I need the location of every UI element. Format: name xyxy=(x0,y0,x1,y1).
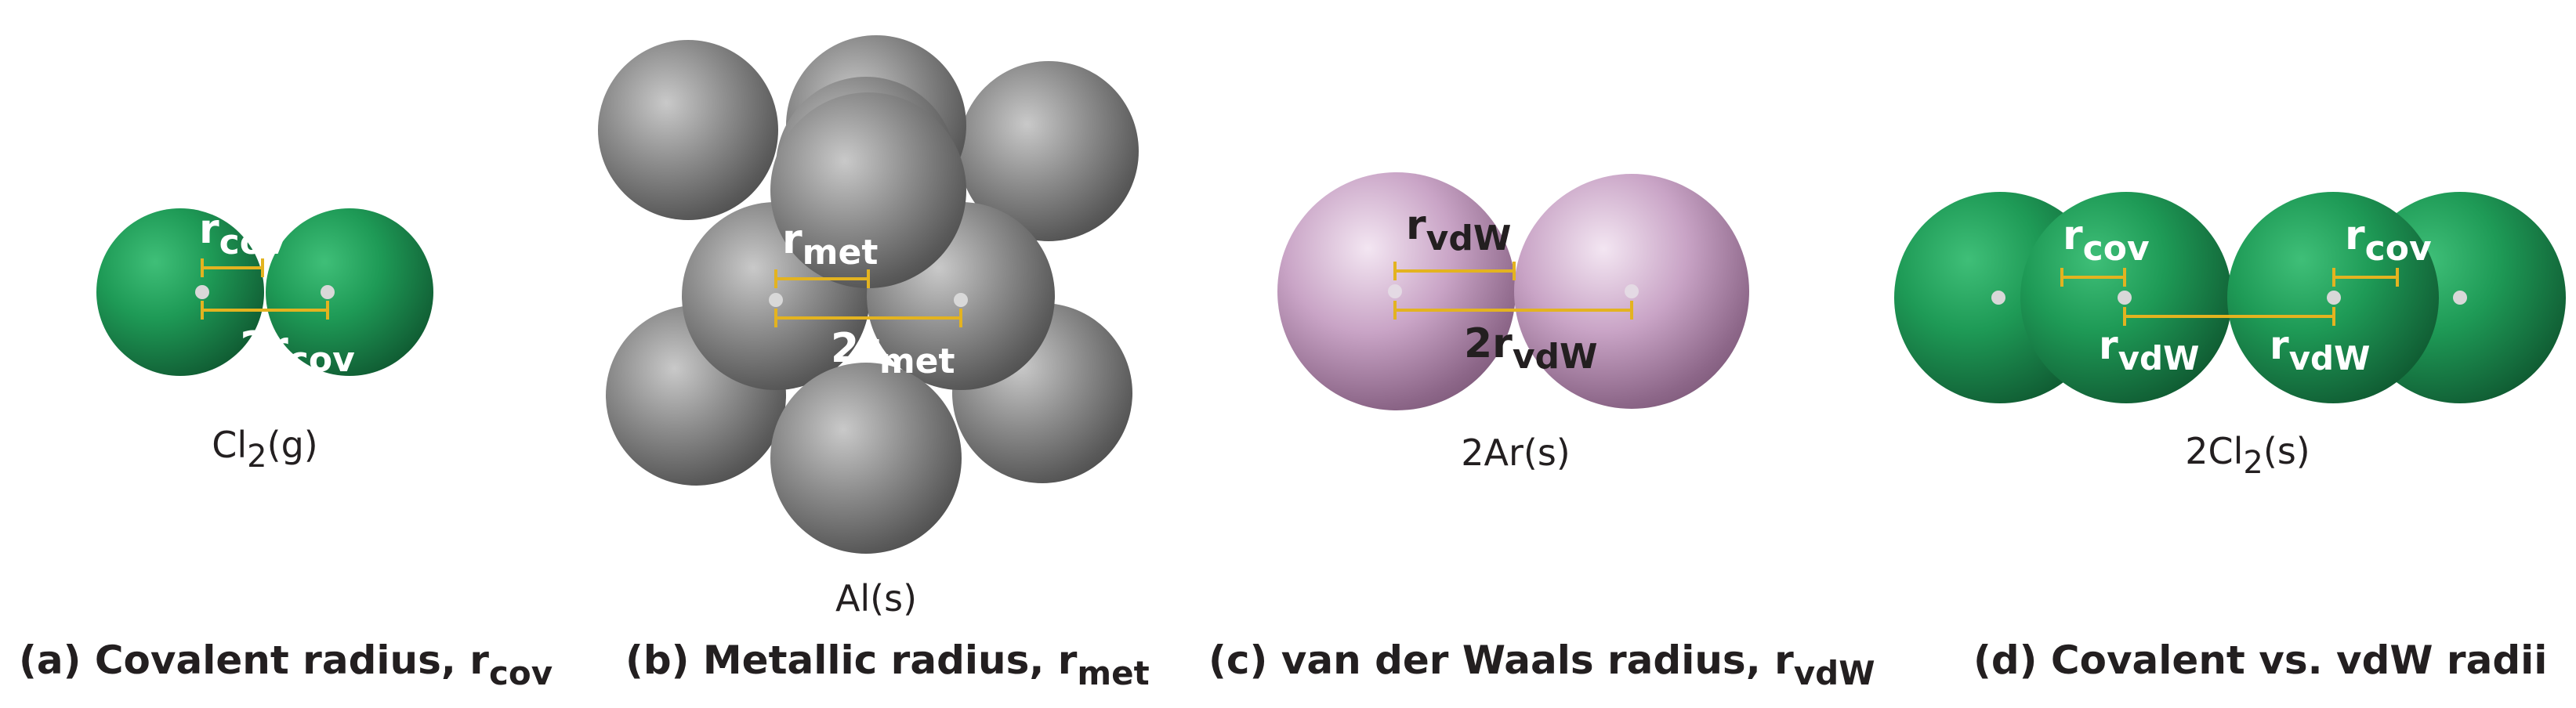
panel-d-covalent-vs-vdw: rcov rcov rvdW rvdW 2Cl2(s) (d) Covalent… xyxy=(1894,192,2566,683)
r-vdw-span-bracket xyxy=(2123,307,2335,326)
panel-a-covalent: rcov 2rcov Cl2(g) (a) Covalent radius, r… xyxy=(19,206,553,692)
caption-d: (d) Covalent vs. vdW radii xyxy=(1973,638,2547,683)
r-met-label: rmet xyxy=(782,216,878,273)
nucleus-dot xyxy=(2118,291,2132,305)
cl-atom-left xyxy=(96,208,264,376)
nucleus-dot xyxy=(1991,291,2005,305)
caption-c: (c) van der Waals radius, rvdW xyxy=(1208,638,1875,692)
cl-atom-right xyxy=(266,208,433,376)
formula-cl2-g: Cl2(g) xyxy=(212,424,317,475)
two-r-met-bracket xyxy=(774,309,962,327)
r-met-bracket xyxy=(774,269,870,288)
al-atom-front-top xyxy=(770,92,966,288)
formula-2cl2-s: 2Cl2(s) xyxy=(2185,430,2310,481)
r-cov-label: rcov xyxy=(199,206,286,262)
r-vdw-right-label: rvdW xyxy=(2270,323,2370,377)
panel-c-van-der-waals: rvdW 2rvdW 2Ar(s) (c) van der Waals radi… xyxy=(1208,172,1875,692)
two-r-cov-bracket xyxy=(201,301,329,320)
nucleus-dot xyxy=(1388,284,1402,298)
nucleus-dot xyxy=(2327,291,2341,305)
nucleus-dot xyxy=(1625,284,1639,298)
caption-a: (a) Covalent radius, rcov xyxy=(19,638,553,692)
caption-b: (b) Metallic radius, rmet xyxy=(625,638,1150,692)
r-cov-left-label: rcov xyxy=(2063,212,2150,269)
nucleus-dot xyxy=(954,293,968,307)
r-cov-right-bracket xyxy=(2332,268,2399,287)
al-atom-back-right xyxy=(958,61,1139,241)
al-atom-back-left xyxy=(598,40,778,220)
r-cov-right-label: rcov xyxy=(2345,212,2432,269)
two-r-cov-label: 2rcov xyxy=(240,323,355,380)
r-cov-bracket xyxy=(201,258,264,277)
panel-b-metallic: rmet 2rmet Al(s) (b) Metallic radius, rm… xyxy=(598,35,1150,692)
two-r-vdw-bracket xyxy=(1393,301,1633,320)
formula-2ar-s: 2Ar(s) xyxy=(1461,432,1571,474)
two-r-vdw-label: 2rvdW xyxy=(1464,320,1598,377)
r-cov-left-bracket xyxy=(2060,268,2126,287)
r-vdw-left-label: rvdW xyxy=(2099,323,2199,377)
al-atom-front-bottom xyxy=(770,363,962,554)
two-r-met-label: 2rmet xyxy=(831,325,955,381)
nucleus-dot xyxy=(2453,291,2467,305)
r-vdw-bracket xyxy=(1393,262,1516,280)
r-vdw-label: rvdW xyxy=(1406,202,1511,258)
formula-al-s: Al(s) xyxy=(835,577,917,620)
nucleus-dot xyxy=(321,285,335,299)
nucleus-dot xyxy=(195,285,209,299)
nucleus-dot xyxy=(769,293,783,307)
